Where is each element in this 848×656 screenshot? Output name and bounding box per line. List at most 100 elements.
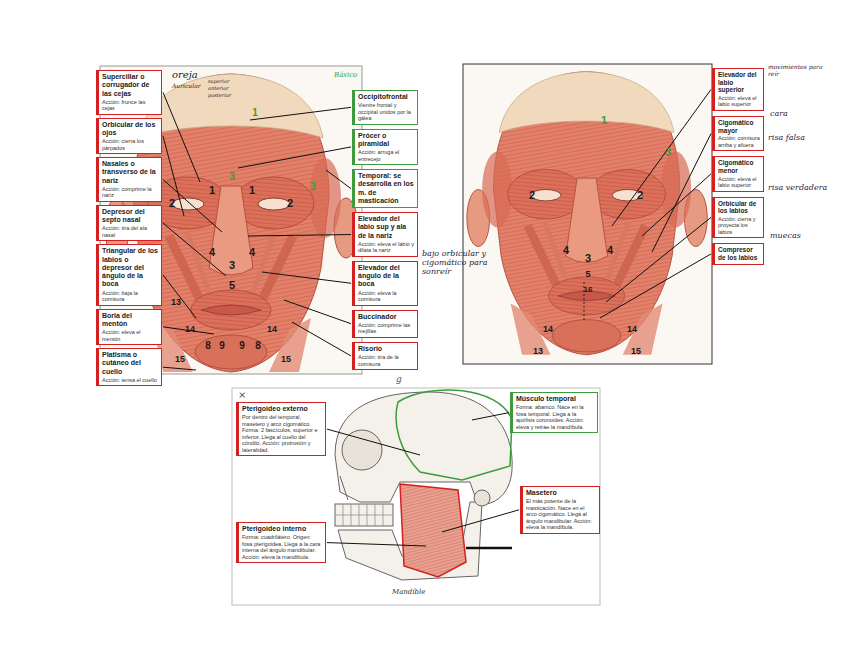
callout-number: 1 — [601, 114, 607, 126]
leader-line — [327, 543, 426, 546]
handwritten-note: × — [238, 389, 246, 400]
handwritten-note: Mandíble — [392, 589, 425, 597]
box-body: Acción: tira del ala nasal — [102, 225, 158, 238]
leader-line — [238, 147, 351, 168]
box-heading: Platisma o cutáneo del cuello — [102, 351, 158, 376]
callout-number: 4 — [209, 246, 215, 258]
box-body: Acción: eleva la comisura — [358, 290, 414, 303]
callout-number: 3 — [310, 181, 316, 192]
callout-number: 4 — [607, 244, 613, 256]
callout-number: 1 — [209, 184, 215, 196]
handwritten-note: risa falsa — [768, 134, 828, 143]
callout-number: 13 — [171, 298, 181, 308]
box-heading: Borla del mentón — [102, 312, 158, 329]
box-body: Acción: comprime las mejillas — [358, 322, 414, 335]
box-body: Acción: comprime la nariz — [102, 186, 158, 199]
callout-number: 3 — [585, 252, 591, 264]
leader-line — [163, 92, 200, 182]
leader-line — [642, 174, 711, 236]
box-body: Acción: comisura arriba y afuera — [718, 135, 760, 148]
box-heading: Risorio — [358, 345, 414, 353]
box-body: El más potente de la masticación. Nace e… — [526, 498, 596, 530]
box-body: Acción: tira de la comisura — [358, 354, 414, 367]
callout-number: 3 — [229, 259, 235, 271]
callout-number: 5 — [585, 270, 590, 280]
box-body: Acción: eleva el mentón — [102, 329, 158, 342]
box-body: Vientre frontal y occipital unidos por l… — [358, 102, 414, 121]
box-heading: Prócer o piramidal — [358, 132, 414, 149]
handwritten-note: Auricular — [172, 83, 201, 90]
muscle-box: OccipitofrontalVientre frontal y occipit… — [352, 90, 418, 125]
muscle-box: Cigomático menorAcción: eleva el labio s… — [712, 156, 764, 191]
muscle-box: BuccinadorAcción: comprime las mejillas — [352, 310, 418, 338]
box-body: Por dentro del temporal, masetero y arco… — [242, 414, 322, 453]
muscle-box: Borla del mentónAcción: eleva el mentón — [96, 309, 162, 345]
muscle-box: Elevador del ángulo de la bocaAcción: el… — [352, 261, 418, 306]
box-body: Acción: arruga el entrecejo — [358, 149, 414, 162]
callout-number: 14 — [543, 325, 553, 335]
leader-line — [248, 235, 351, 236]
callout-number: 2 — [529, 189, 535, 201]
muscle-box: Temporal: se desarrolla en los m. de mas… — [352, 169, 418, 208]
box-heading: Occipitofrontal — [358, 93, 414, 101]
muscle-box: Cigomático mayorAcción: comisura arriba … — [712, 116, 764, 151]
box-heading: Elevador del ángulo de la boca — [358, 264, 414, 289]
muscle-box: Depresor del septo nasalAcción: tira del… — [96, 205, 162, 241]
callout-number: 5 — [229, 279, 235, 291]
callout-number: 4 — [249, 246, 255, 258]
leader-line — [612, 89, 711, 226]
callout-number: 3 — [665, 146, 671, 158]
handwritten-note: posterior — [208, 93, 231, 99]
handwritten-note: superior — [208, 79, 229, 85]
muscle-box: Músculo temporalForma: abanico. Nace en … — [510, 392, 598, 433]
box-heading: Cigomático mayor — [718, 119, 760, 134]
leader-line — [292, 322, 351, 356]
box-body: Acción: frunce las cejas — [102, 99, 158, 112]
box-heading: Temporal: se desarrolla en los m. de mas… — [358, 172, 414, 205]
handwritten-note: g — [396, 375, 402, 385]
box-body: Acción: cierra y proyecta los labios — [718, 216, 760, 235]
box-heading: Orbicular de los ojos — [102, 121, 158, 138]
muscle-box: Pterigoideo internoForma: cuadrilátero. … — [236, 522, 326, 563]
box-body: Forma: abanico. Nace en la fosa temporal… — [516, 404, 594, 430]
callout-number: 9 — [239, 340, 245, 351]
leader-line — [327, 429, 420, 455]
box-heading: Compresor de los labios — [718, 246, 760, 261]
box-heading: Orbicular de los labios — [718, 200, 760, 215]
leader-line — [262, 272, 351, 283]
handwritten-note: bajo orbicular y cigomático para sonreír — [422, 250, 494, 276]
box-heading: Buccinador — [358, 313, 414, 321]
callout-number: 15 — [175, 355, 185, 365]
callout-number: 2 — [637, 189, 643, 201]
callout-number: 2 — [287, 197, 293, 209]
callout-number: 16 — [584, 286, 593, 295]
muscle-box: Orbicular de los labiosAcción: cierra y … — [712, 197, 764, 239]
box-heading: Triangular de los labios o depresor del … — [102, 247, 158, 288]
handwritten-note: muecas — [770, 232, 801, 241]
leader-line — [326, 170, 351, 189]
leader-line — [163, 275, 196, 318]
box-heading: Depresor del septo nasal — [102, 208, 158, 225]
box-heading: Elevador del labio superior — [718, 71, 760, 94]
leader-line — [163, 180, 222, 232]
box-heading: Masetero — [526, 489, 596, 497]
handwritten-note: cara — [770, 110, 788, 119]
box-heading: Superciliar o corrugador de las cejas — [102, 73, 158, 98]
leader-line — [472, 413, 509, 420]
box-body: Acción: eleva el labio y dilata la nariz — [358, 241, 414, 254]
box-heading: Nasales o transverso de la nariz — [102, 160, 158, 185]
callout-number: 8 — [255, 340, 261, 351]
handwritten-note: oreja — [172, 69, 198, 80]
leader-line — [652, 134, 711, 252]
box-body: Acción: eleva el labio superior — [718, 176, 760, 189]
muscle-box: Elevador del labio sup y ala de la nariz… — [352, 212, 418, 257]
muscle-box: RisorioAcción: tira de la comisura — [352, 342, 418, 370]
box-heading: Cigomático menor — [718, 159, 760, 174]
leader-line — [442, 510, 519, 532]
callout-number: 15 — [631, 347, 641, 357]
muscle-box: Superciliar o corrugador de las cejasAcc… — [96, 70, 162, 115]
callout-number: 14 — [627, 325, 637, 335]
callout-number: 13 — [533, 347, 543, 357]
muscle-box: Nasales o transverso de la narizAcción: … — [96, 157, 162, 202]
